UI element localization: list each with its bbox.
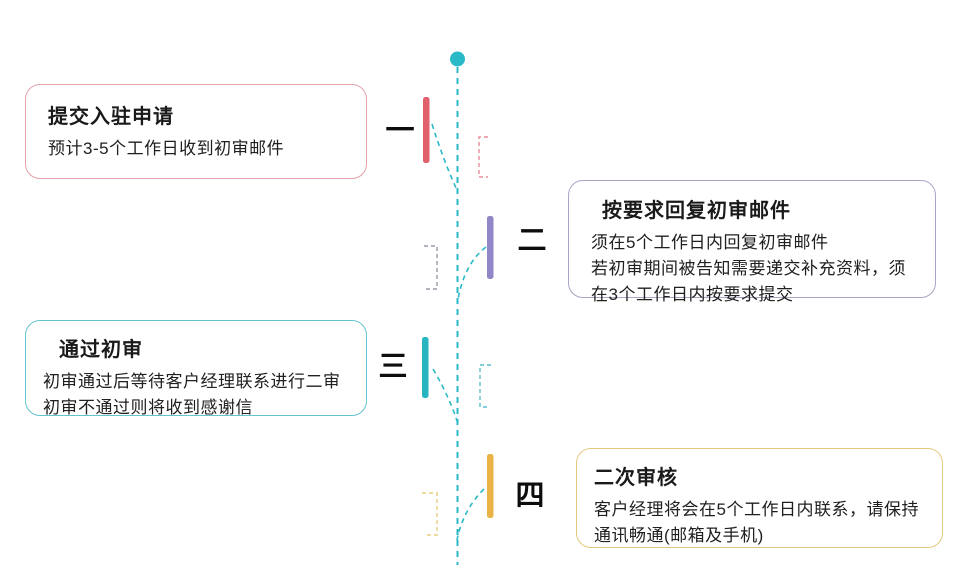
step2-desc-line-3: 在3个工作日内按要求提交 <box>591 285 794 304</box>
step4-numeral: 四 <box>515 480 545 512</box>
step1-dashed-bracket <box>478 136 488 178</box>
step3-dashed-bracket <box>479 364 491 408</box>
step4-marker-bar <box>487 454 494 518</box>
step2-desc-line-2: 若初审期间被告知需要递交补充资料，须 <box>591 259 906 278</box>
step1-desc-line-1: 预计3-5个工作日收到初审邮件 <box>48 139 285 158</box>
step3-desc-line-1: 初审通过后等待客户经理联系进行二审 <box>43 372 341 391</box>
step4-desc-line-2: 通讯畅通(邮箱及手机) <box>594 526 764 545</box>
step3-branch-curve <box>432 368 459 425</box>
step3-title: 通过初审 <box>59 339 143 361</box>
step4-dashed-bracket <box>422 492 438 536</box>
step1-marker-bar <box>423 97 430 163</box>
step1-numeral: 一 <box>385 115 415 147</box>
step1-title: 提交入驻申请 <box>48 106 174 128</box>
step4-title: 二次审核 <box>594 467 678 489</box>
step4-branch-curve <box>456 488 485 541</box>
step4-card: 二次审核 客户经理将会在5个工作日内联系，请保持 通讯畅通(邮箱及手机) <box>576 448 943 548</box>
step2-branch-curve <box>457 246 487 301</box>
step2-numeral: 二 <box>517 225 547 257</box>
step3-marker-bar <box>422 337 429 398</box>
step3-card: 通过初审 初审通过后等待客户经理联系进行二审 初审不通过则将收到感谢信 <box>25 320 367 417</box>
step2-card: 按要求回复初审邮件 须在5个工作日内回复初审邮件 若初审期间被告知需要递交补充资… <box>568 180 936 304</box>
step1-branch-curve <box>431 123 458 191</box>
step3-numeral: 三 <box>378 351 408 383</box>
step2-dashed-bracket <box>424 245 438 290</box>
step3-desc-line-2: 初审不通过则将收到感谢信 <box>43 398 253 417</box>
step2-marker-bar <box>487 216 494 279</box>
step4-desc-line-1: 客户经理将会在5个工作日内联系，请保持 <box>594 500 919 519</box>
step1-card: 提交入驻申请 预计3-5个工作日收到初审邮件 <box>25 84 367 179</box>
step2-title: 按要求回复初审邮件 <box>602 200 791 222</box>
step2-desc-line-1: 须在5个工作日内回复初审邮件 <box>591 233 829 252</box>
timeline-start-dot <box>450 51 465 67</box>
